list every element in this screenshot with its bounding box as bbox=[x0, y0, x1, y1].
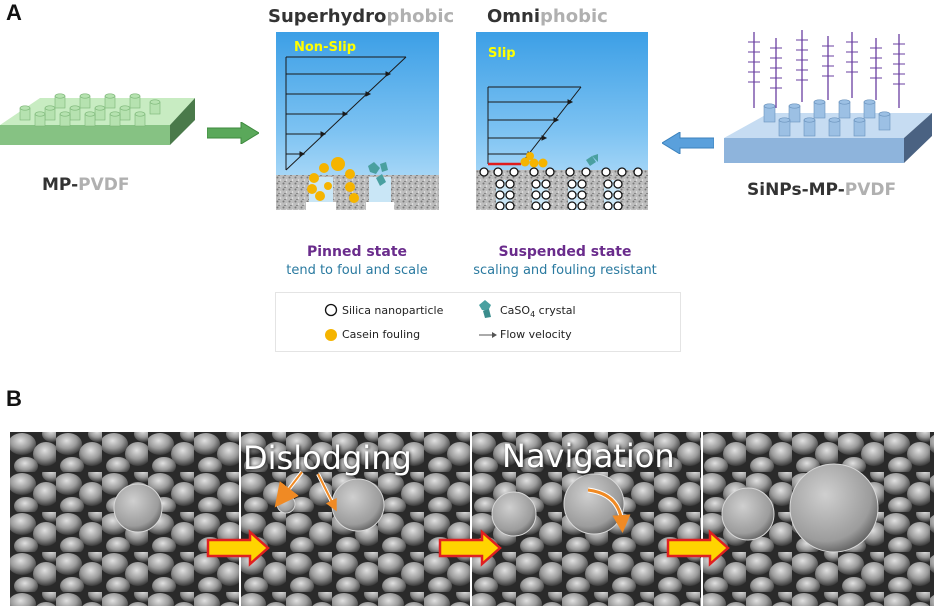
transition-arrows bbox=[206, 529, 730, 567]
panel-a-letter: A bbox=[6, 0, 22, 25]
non-slip-label: Non-Slip bbox=[294, 40, 357, 55]
crystal-tail: crystal bbox=[535, 304, 576, 317]
omni-bold: Omni bbox=[487, 6, 541, 27]
mp-pvdf-label-grey: PVDF bbox=[78, 175, 130, 195]
legend: Silica nanoparticle CaSO4 crystal Casein… bbox=[275, 292, 681, 352]
superhydro-grey: phobic bbox=[386, 6, 455, 27]
coated-micropillars bbox=[763, 99, 891, 137]
droplet bbox=[113, 483, 163, 533]
micropillars bbox=[19, 93, 161, 127]
green-arrow-icon bbox=[207, 122, 259, 144]
pinned-state-subtitle: tend to foul and scale bbox=[286, 263, 428, 278]
fluorine-side-groups bbox=[748, 39, 905, 89]
pinned-state-title: Pinned state bbox=[306, 244, 408, 260]
mp-pvdf-label: MP-PVDF bbox=[42, 175, 129, 195]
slip-caso4-crystals bbox=[586, 154, 598, 166]
mp-pvdf-label-bold: MP- bbox=[42, 175, 79, 195]
mp-pvdf-membrane bbox=[0, 93, 195, 145]
casein-legend-icon bbox=[325, 329, 337, 341]
transition-arrow-1 bbox=[206, 529, 270, 567]
sem-frame-4 bbox=[703, 432, 934, 606]
omni-grey: phobic bbox=[540, 6, 608, 27]
blue-arrow-icon bbox=[662, 132, 714, 154]
crystal-legend-icon bbox=[479, 300, 491, 318]
sem-frame-1 bbox=[10, 432, 239, 606]
transition-arrow-3 bbox=[666, 529, 730, 567]
sinps-mp-pvdf-label: SiNPs-MP-PVDF bbox=[747, 180, 896, 200]
slip-flow-profile bbox=[476, 86, 648, 210]
superhydrophobic-title: Superhydrophobic bbox=[268, 6, 454, 27]
suspended-state-title: Suspended state bbox=[498, 244, 632, 260]
superhydro-bold: Superhydro bbox=[268, 6, 387, 27]
transition-arrow-2 bbox=[438, 529, 502, 567]
flow-velocity-arrows bbox=[286, 71, 392, 157]
silica-legend-icon bbox=[324, 303, 338, 317]
legend-flow-label: Flow velocity bbox=[500, 328, 572, 341]
caso4-crystals bbox=[368, 162, 388, 186]
panel-b-letter: B bbox=[6, 386, 22, 411]
crystal-sub: 4 bbox=[530, 310, 536, 320]
flow-legend-arrow-icon bbox=[479, 332, 497, 338]
legend-silica-label: Silica nanoparticle bbox=[342, 304, 444, 317]
omniphobic-title: Omniphobic bbox=[487, 6, 608, 27]
dislodging-label: Dislodging bbox=[243, 439, 412, 477]
legend-casein-label: Casein fouling bbox=[342, 328, 421, 341]
slip-flow-velocity-arrows bbox=[488, 99, 574, 157]
omniphobic-diagram: Slip bbox=[476, 32, 648, 210]
silica-nanoparticles bbox=[479, 167, 643, 210]
casein-fouling-particles bbox=[307, 157, 359, 203]
sem-frame-2 bbox=[241, 432, 470, 606]
sinps-label-bold: SiNPs-MP- bbox=[747, 180, 845, 200]
crystal-caso: CaSO bbox=[500, 304, 531, 317]
slip-label: Slip bbox=[488, 46, 516, 61]
navigation-label: Navigation bbox=[502, 437, 675, 475]
non-slip-flow-profile bbox=[276, 56, 439, 210]
slip-casein-particles bbox=[520, 152, 548, 168]
suspended-state-subtitle: scaling and fouling resistant bbox=[473, 263, 657, 278]
sem-frame-3 bbox=[472, 432, 701, 606]
sem-filmstrip bbox=[10, 432, 934, 606]
sinps-mp-pvdf-membrane bbox=[724, 30, 932, 163]
sinps-label-grey: PVDF bbox=[844, 180, 897, 200]
superhydrophobic-diagram: Non-Slip bbox=[276, 32, 439, 210]
legend-crystal-label: CaSO4 crystal bbox=[500, 304, 576, 319]
fluorosilane-chains bbox=[753, 30, 900, 108]
